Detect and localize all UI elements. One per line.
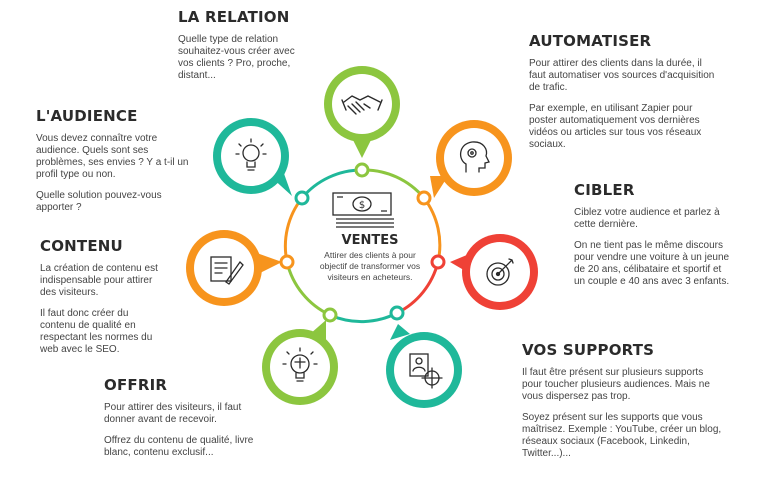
section-paragraph: Il faut donc créer du contenu de qualité… bbox=[40, 308, 153, 355]
badge-cibler bbox=[450, 234, 538, 310]
connector-dot bbox=[354, 162, 370, 178]
lightbulb-icon bbox=[235, 138, 267, 171]
section-paragraph: Quelle solution pouvez-vous apporter ? bbox=[36, 190, 162, 213]
section-paragraph: Offrez du contenu de qualité, livre blan… bbox=[104, 435, 254, 458]
ring-connectors bbox=[279, 162, 446, 323]
writing-icon bbox=[210, 256, 244, 285]
section-contenu: CONTENU La création de contenu est indis… bbox=[40, 237, 160, 365]
badge-contenu bbox=[186, 230, 282, 306]
center-description: Attirer des clients à pour objectif de t… bbox=[319, 250, 421, 282]
section-paragraph: La création de contenu est indispensable… bbox=[40, 263, 158, 298]
center-title: VENTES bbox=[341, 233, 399, 248]
handshake-icon bbox=[341, 95, 383, 115]
badge-relation bbox=[324, 66, 400, 158]
connector-dot bbox=[322, 307, 338, 323]
section-cibler: CIBLER Ciblez votre audience et parlez à… bbox=[574, 181, 734, 297]
section-title: VOS SUPPORTS bbox=[522, 341, 655, 359]
section-title: CIBLER bbox=[574, 181, 635, 199]
section-paragraph: Il faut être présent sur plusieurs suppo… bbox=[522, 367, 710, 402]
target-icon bbox=[486, 258, 514, 286]
gift-idea-icon bbox=[282, 347, 318, 382]
section-title: LA RELATION bbox=[178, 8, 290, 26]
section-paragraph: Quelle type de relation souhaitez-vous c… bbox=[178, 34, 295, 81]
section-audience: L'AUDIENCE Vous devez connaître votre au… bbox=[36, 107, 196, 223]
connector-dot bbox=[389, 305, 405, 321]
badge-offrir bbox=[262, 320, 338, 405]
section-paragraph: Pour attirer des clients dans la durée, … bbox=[529, 58, 715, 93]
section-paragraph: Vous devez connaître votre audience. Que… bbox=[36, 133, 189, 180]
connector-dot bbox=[430, 254, 446, 270]
section-relation: LA RELATION Quelle type de relation souh… bbox=[178, 8, 308, 91]
svg-text:$: $ bbox=[359, 200, 365, 211]
section-paragraph: Par exemple, en utilisant Zapier pour po… bbox=[529, 103, 702, 150]
badge-automatiser bbox=[430, 120, 512, 198]
section-title: AUTOMATISER bbox=[529, 32, 652, 50]
section-paragraph: On ne tient pas le même discours pour ve… bbox=[574, 240, 730, 287]
section-title: L'AUDIENCE bbox=[36, 107, 138, 125]
section-offrir: OFFRIR Pour attirer des visiteurs, il fa… bbox=[104, 376, 254, 468]
section-title: OFFRIR bbox=[104, 376, 168, 394]
section-paragraph: Soyez présent sur les supports que vous … bbox=[522, 412, 722, 459]
section-paragraph: Pour attirer des visiteurs, il faut donn… bbox=[104, 402, 242, 425]
connector-dot bbox=[279, 254, 295, 270]
connector-dot bbox=[416, 190, 432, 206]
profile-target-icon bbox=[409, 353, 443, 389]
badge-audience bbox=[213, 118, 292, 196]
connector-dot bbox=[294, 190, 310, 206]
section-automatiser: AUTOMATISER Pour attirer des clients dan… bbox=[529, 32, 719, 160]
section-paragraph: Ciblez votre audience et parlez à cette … bbox=[574, 207, 720, 230]
money-stack-icon: $ bbox=[332, 192, 394, 228]
head-gears-icon bbox=[460, 141, 490, 173]
section-supports: VOS SUPPORTS Il faut être présent sur pl… bbox=[522, 341, 722, 469]
section-title: CONTENU bbox=[40, 237, 123, 255]
badge-supports bbox=[386, 324, 462, 408]
